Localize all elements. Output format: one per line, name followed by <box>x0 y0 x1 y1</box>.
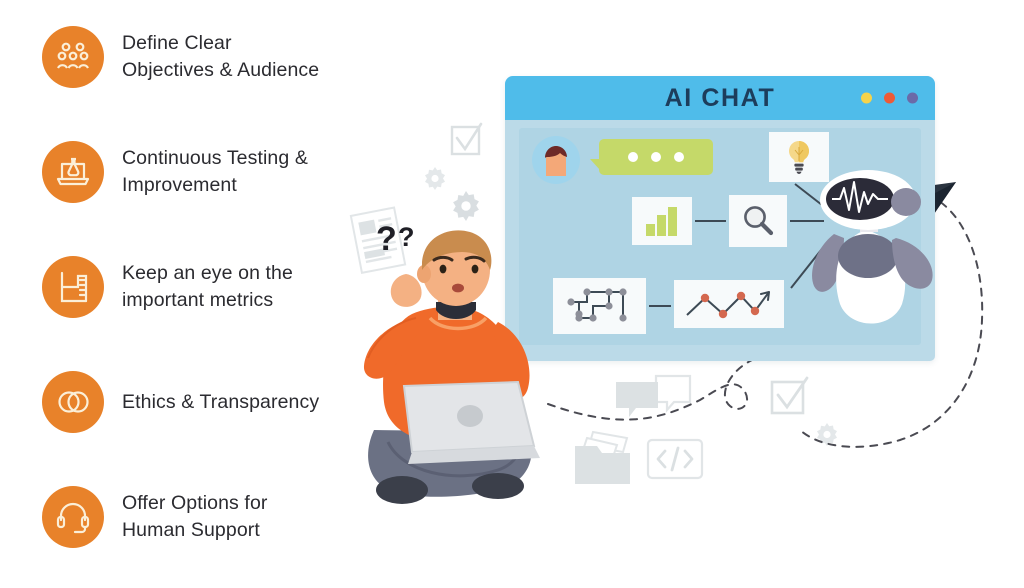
magnifier-icon <box>744 206 774 236</box>
best-practices-checklist: Define Clear Objectives & Audience Conti… <box>42 22 372 567</box>
checkbox-checked-icon <box>770 376 810 418</box>
bar-chart-icon <box>646 207 677 236</box>
metrics-chart-icon <box>42 256 104 318</box>
document-lines-icon <box>348 205 410 275</box>
lightbulb-icon <box>789 141 809 174</box>
gear-small-icon <box>810 420 844 454</box>
lightbulb-card[interactable] <box>769 132 829 182</box>
checklist-item-label: Ethics & Transparency <box>122 390 320 413</box>
typing-indicator-bubble <box>590 139 713 175</box>
checklist-item-human-support[interactable]: Offer Options for Human Support <box>42 482 372 552</box>
headset-icon <box>42 486 104 548</box>
window-controls[interactable] <box>861 92 918 104</box>
typing-dot <box>674 152 684 162</box>
gear-large-icon <box>444 188 488 232</box>
group-people-icon <box>42 26 104 88</box>
user-avatar <box>532 136 580 184</box>
connector-graph-to-trend <box>649 305 671 307</box>
folder-icon <box>573 428 643 488</box>
svg-text:?: ? <box>376 220 397 258</box>
gear-small-icon <box>418 164 452 198</box>
trend-line-icon <box>686 291 770 319</box>
connector-magnifier-to-robot <box>790 220 824 222</box>
typing-dot <box>651 152 661 162</box>
checklist-item-label: Offer Options for Human Support <box>122 492 268 541</box>
checklist-item-label: Continuous Testing & Improvement <box>122 147 308 196</box>
connector-bar-to-magnifier <box>695 220 726 222</box>
window-title: AI CHAT <box>664 83 776 112</box>
laptop-flask-icon <box>42 141 104 203</box>
ai-robot <box>800 168 950 338</box>
checklist-item-label: Keep an eye on the important metrics <box>122 262 293 311</box>
checklist-item-label: Define Clear Objectives & Audience <box>122 32 320 81</box>
checkbox-checked-icon <box>450 122 484 158</box>
window-dot-yellow[interactable] <box>861 92 872 104</box>
question-marks: ? ? <box>376 220 415 258</box>
node-graph-icon <box>566 288 627 322</box>
checklist-item-continuous-testing[interactable]: Continuous Testing & Improvement <box>42 137 372 207</box>
bar-chart-card[interactable] <box>632 197 692 245</box>
trend-line-card[interactable] <box>674 280 784 328</box>
typing-dot <box>628 152 638 162</box>
checklist-item-keep-eye-metrics[interactable]: Keep an eye on the important metrics <box>42 252 372 322</box>
window-dot-red[interactable] <box>884 92 895 104</box>
venn-circles-icon <box>42 371 104 433</box>
window-dot-purple[interactable] <box>907 92 918 104</box>
window-titlebar: AI CHAT <box>505 76 935 120</box>
speech-bubbles-icon <box>612 372 694 428</box>
code-brackets-icon <box>646 438 704 480</box>
magnifier-card[interactable] <box>729 195 787 247</box>
node-graph-card[interactable] <box>553 278 646 334</box>
checklist-item-define-objectives[interactable]: Define Clear Objectives & Audience <box>42 22 372 92</box>
svg-text:?: ? <box>398 222 415 252</box>
checklist-item-ethics-transparency[interactable]: Ethics & Transparency <box>42 367 372 437</box>
confused-person-with-laptop: ? ? <box>358 218 568 523</box>
